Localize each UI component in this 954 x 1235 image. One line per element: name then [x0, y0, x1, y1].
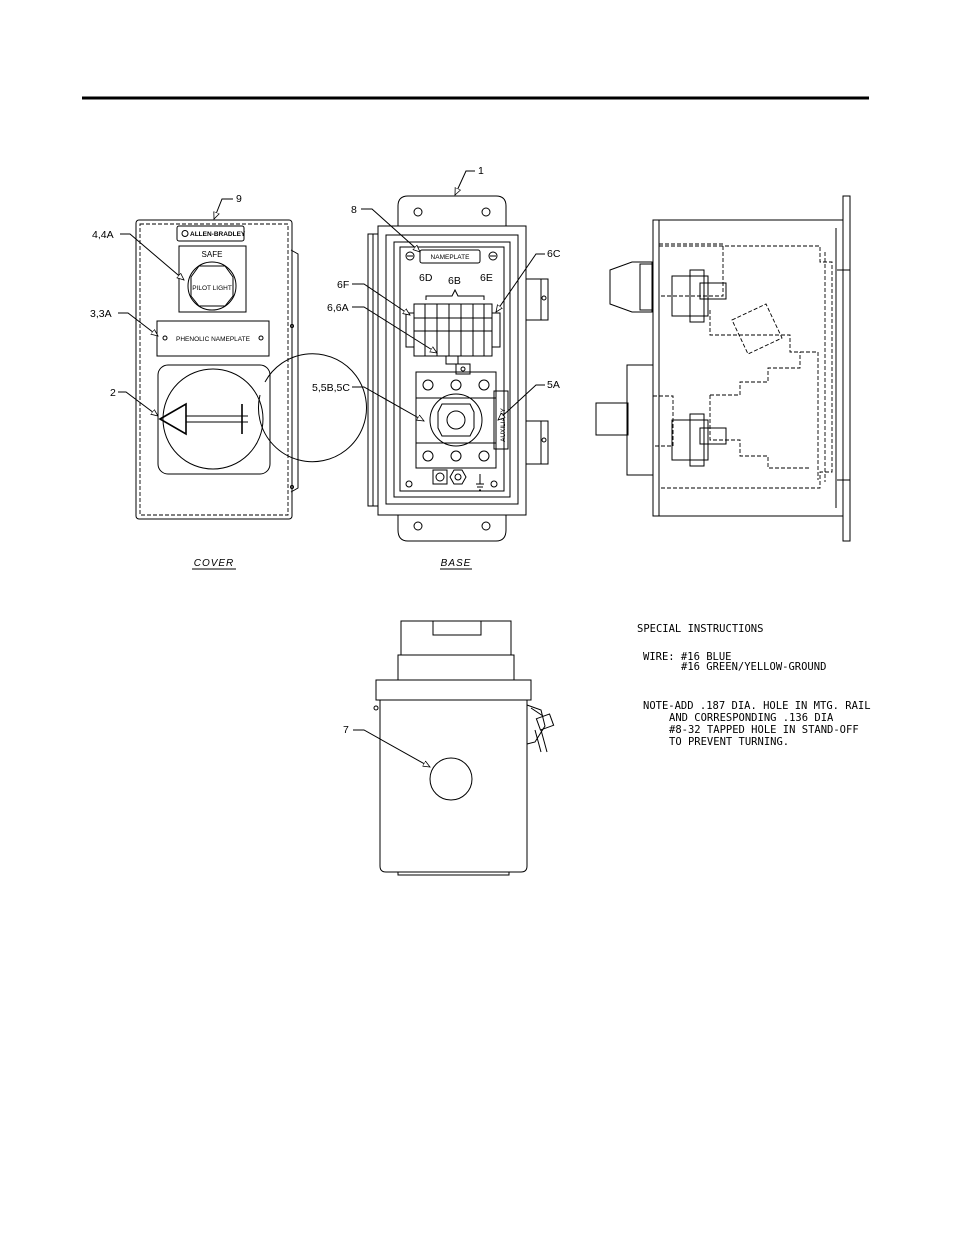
callout-2: 2 — [110, 387, 116, 399]
note-line-1: NOTE-ADD .187 DIA. HOLE IN MTG. RAIL — [643, 700, 871, 712]
bottom-knockout — [429, 757, 473, 801]
side-view — [595, 195, 851, 542]
callout-5a: 5A — [547, 379, 560, 391]
brand-plate — [176, 225, 245, 242]
note-line-2: AND CORRESPONDING .136 DIA — [669, 712, 834, 724]
callout-5-5b-5c: 5,5B,5C — [312, 382, 350, 394]
caption-cover: COVER — [194, 558, 235, 569]
pilot-light-label: PILOT LIGHT — [192, 285, 232, 292]
brand-plate-text: ALLEN-BRADLEY — [190, 231, 246, 238]
safe-label: SAFE — [202, 250, 223, 259]
wire-line-1: WIRE: #16 BLUE — [643, 651, 732, 663]
terminal-block — [413, 303, 493, 357]
callout-9: 9 — [236, 193, 242, 205]
callout-8: 8 — [351, 204, 357, 216]
special-instructions: SPECIAL INSTRUCTIONS WIRE: #16 BLUE #16 … — [637, 623, 871, 748]
callout-6b: 6B — [448, 275, 461, 287]
phenolic-nameplate-text: PHENOLIC NAMEPLATE — [176, 336, 251, 343]
phenolic-nameplate — [156, 320, 270, 357]
base-view: NAMEPLATE — [312, 165, 561, 570]
callout-6-6a: 6,6A — [327, 302, 349, 314]
disconnect-switch — [415, 371, 497, 469]
callout-4-4a: 4,4A — [92, 229, 114, 241]
auxiliary-label: AUXILIARY — [500, 407, 507, 442]
note-line-3: #8-32 TAPPED HOLE IN STAND-OFF — [669, 724, 859, 736]
base-nameplate — [419, 249, 481, 264]
note-line-4: TO PREVENT TURNING. — [669, 736, 789, 748]
callout-6d: 6D — [419, 272, 433, 284]
wire-line-2: #16 GREEN/YELLOW-GROUND — [681, 661, 826, 673]
callout-6f: 6F — [337, 279, 349, 291]
callout-3-3a: 3,3A — [90, 308, 112, 320]
cover-view: ALLEN-BRADLEY SAFE PILOT LIGHT PHENOLIC … — [90, 193, 367, 570]
disconnect-handle — [157, 364, 271, 475]
bottom-view: 7 — [343, 620, 555, 876]
special-instructions-heading: SPECIAL INSTRUCTIONS — [637, 623, 763, 635]
callout-1: 1 — [478, 165, 484, 177]
callout-6e: 6E — [480, 272, 493, 284]
callout-7: 7 — [343, 724, 349, 736]
caption-base: BASE — [441, 558, 472, 569]
callout-6c: 6C — [547, 248, 561, 260]
base-nameplate-text: NAMEPLATE — [431, 254, 471, 261]
